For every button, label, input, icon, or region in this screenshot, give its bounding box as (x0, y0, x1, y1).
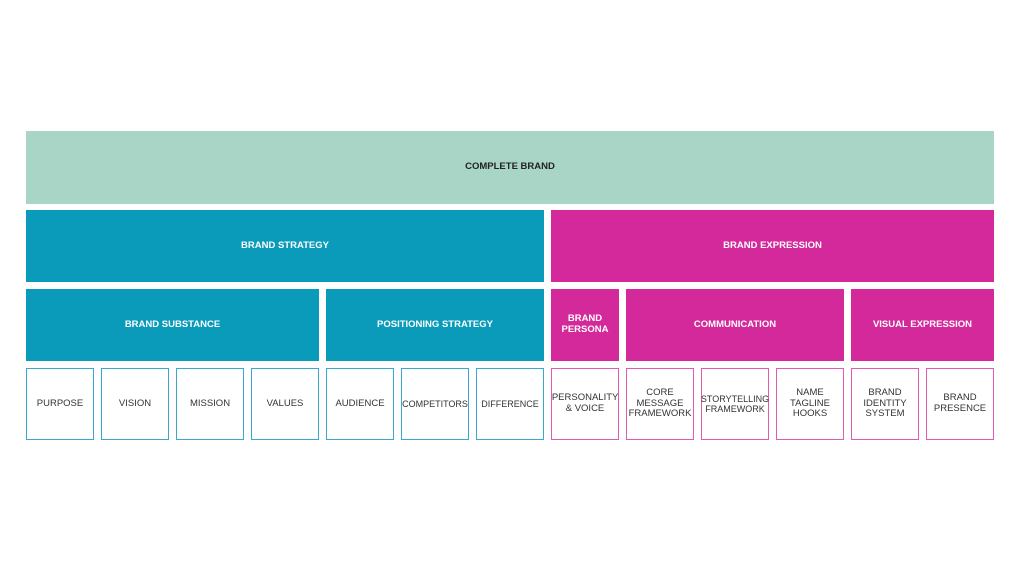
visual-expression-label: VISUAL EXPRESSION (872, 318, 973, 330)
brand-substance-label: BRAND SUBSTANCE (124, 318, 221, 330)
name-tagline-hooks-box: NAME TAGLINE HOOKS (776, 368, 844, 440)
visual-expression-box: VISUAL EXPRESSION (851, 289, 994, 361)
core-message-framework-label: CORE MESSAGE FRAMEWORK (628, 386, 692, 420)
storytelling-framework-box: STORYTELLING FRAMEWORK (701, 368, 769, 440)
brand-persona-box: BRAND PERSONA (551, 289, 619, 361)
vision-label: VISION (118, 397, 152, 409)
competitors-box: COMPETITORS (401, 368, 469, 440)
brand-presence-label: BRAND PRESENCE (933, 392, 987, 414)
brand-presence-box: BRAND PRESENCE (926, 368, 994, 440)
communication-box: COMMUNICATION (626, 289, 844, 361)
mission-label: MISSION (189, 397, 231, 409)
personality-voice-label: PERSONALITY & VOICE (551, 392, 619, 414)
personality-voice-box: PERSONALITY & VOICE (551, 368, 619, 440)
audience-label: AUDIENCE (335, 397, 385, 409)
brand-expression-box: BRAND EXPRESSION (551, 210, 994, 282)
competitors-label: COMPETITORS (402, 398, 468, 409)
core-message-framework-box: CORE MESSAGE FRAMEWORK (626, 368, 694, 440)
purpose-box: PURPOSE (26, 368, 94, 440)
communication-label: COMMUNICATION (693, 318, 777, 330)
complete-brand-label: COMPLETE BRAND (465, 161, 555, 173)
brand-strategy-box: BRAND STRATEGY (26, 210, 544, 282)
difference-box: DIFFERENCE (476, 368, 544, 440)
brand-substance-box: BRAND SUBSTANCE (26, 289, 319, 361)
name-tagline-hooks-label: NAME TAGLINE HOOKS (790, 386, 830, 420)
storytelling-framework-label: STORYTELLING FRAMEWORK (700, 393, 770, 414)
brand-strategy-label: BRAND STRATEGY (241, 239, 329, 251)
vision-box: VISION (101, 368, 169, 440)
positioning-strategy-box: POSITIONING STRATEGY (326, 289, 544, 361)
values-label: VALUES (266, 397, 304, 409)
brand-identity-system-label: BRAND IDENTITY SYSTEM (863, 386, 907, 420)
audience-box: AUDIENCE (326, 368, 394, 440)
brand-identity-system-box: BRAND IDENTITY SYSTEM (851, 368, 919, 440)
difference-label: DIFFERENCE (481, 398, 539, 409)
brand-expression-label: BRAND EXPRESSION (723, 239, 822, 251)
mission-box: MISSION (176, 368, 244, 440)
purpose-label: PURPOSE (36, 397, 84, 409)
complete-brand-box: COMPLETE BRAND (26, 131, 994, 204)
brand-persona-label: BRAND PERSONA (561, 313, 609, 335)
positioning-strategy-label: POSITIONING STRATEGY (377, 318, 493, 330)
values-box: VALUES (251, 368, 319, 440)
